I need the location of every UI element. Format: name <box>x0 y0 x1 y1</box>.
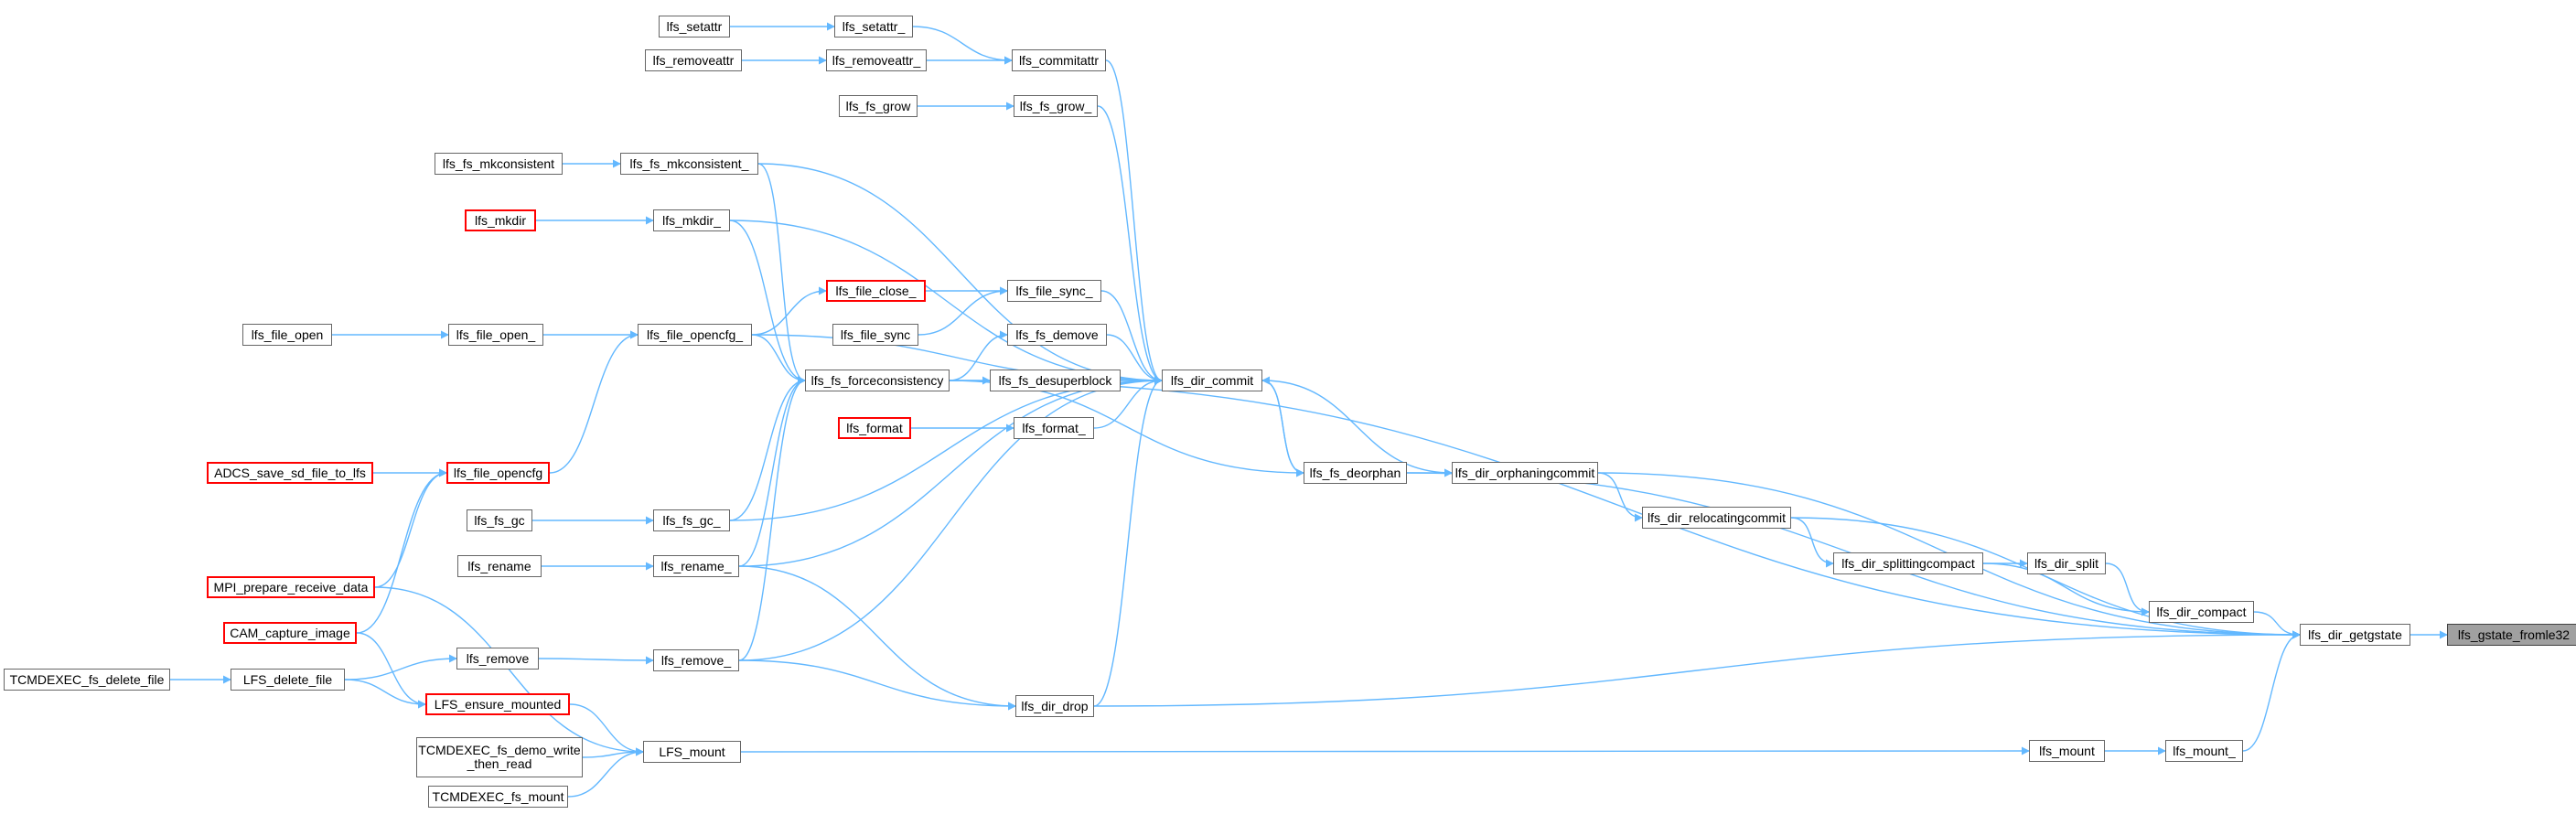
node-lfs-file-opencfg[interactable]: lfs_file_opencfg <box>446 462 550 484</box>
edge-lfs-rename--to-lfs-dir-commit <box>738 376 1163 567</box>
edge-lfs-dir-relocatingcommit-to-lfs-dir-splittingcompact <box>1790 517 1834 568</box>
node-lfs-commitattr[interactable]: lfs_commitattr <box>1012 49 1106 71</box>
node-lfs-removeattr[interactable]: lfs_removeattr <box>645 49 742 71</box>
node-lfs-file-sync-[interactable]: lfs_file_sync_ <box>1007 280 1101 302</box>
edge-lfs-commitattr-to-lfs-dir-commit <box>1105 59 1163 385</box>
edge-lfs-dir-commit-to-lfs-fs-deorphan <box>1261 380 1304 477</box>
edge-lfs-remove--to-lfs-dir-commit <box>738 376 1163 661</box>
edge-cam-capture-image-to-lfs-file-opencfg <box>356 468 447 634</box>
edge-lfs-rename--to-lfs-dir-drop <box>738 565 1016 711</box>
node-lfs-fs-deorphan[interactable]: lfs_fs_deorphan <box>1304 462 1407 484</box>
node-lfs-file-sync[interactable]: lfs_file_sync <box>832 324 918 346</box>
node-lfs-dir-orphaningcommit[interactable]: lfs_dir_orphaningcommit <box>1452 462 1598 484</box>
node-lfs-fs-grow-[interactable]: lfs_fs_grow_ <box>1014 95 1098 117</box>
edge-lfs-file-opencfg-to-lfs-file-opencfg- <box>549 330 639 474</box>
node-lfs-dir-getgstate[interactable]: lfs_dir_getgstate <box>2300 624 2410 646</box>
edge-lfs-file-opencfg--to-lfs-file-close- <box>751 286 827 336</box>
node-tcmdexec-fs-demo-write-then-read[interactable]: TCMDEXEC_fs_demo_write _then_read <box>416 737 583 777</box>
node-lfs-setattr[interactable]: lfs_setattr <box>659 16 730 38</box>
node-lfs-fs-demove[interactable]: lfs_fs_demove <box>1007 324 1107 346</box>
edge-lfs-dir-drop-to-lfs-dir-getgstate <box>1093 630 2301 707</box>
edge-lfs-fs-gc--to-lfs-dir-commit <box>729 376 1163 521</box>
edge-lfs-dir-orphaningcommit-to-lfs-dir-relocatingcommit <box>1597 472 1643 522</box>
node-tcmdexec-fs-mount[interactable]: TCMDEXEC_fs_mount <box>428 786 568 808</box>
node-tcmdexec-fs-delete-file[interactable]: TCMDEXEC_fs_delete_file <box>4 669 170 691</box>
edge-lfs-delete-file-to-lfs-ensure-mounted <box>344 679 426 709</box>
node-lfs-fs-mkconsistent[interactable]: lfs_fs_mkconsistent <box>435 153 563 175</box>
node-lfs-fs-gc-[interactable]: lfs_fs_gc_ <box>653 509 730 531</box>
edge-lfs-dir-split-to-lfs-dir-compact <box>2105 562 2150 616</box>
node-lfs-setattr-[interactable]: lfs_setattr_ <box>834 16 913 38</box>
edge-lfs-mkdir--to-lfs-fs-forceconsistency <box>729 220 806 385</box>
node-lfs-removeattr-[interactable]: lfs_removeattr_ <box>826 49 927 71</box>
node-lfs-remove-[interactable]: lfs_remove_ <box>653 649 739 671</box>
node-lfs-ensure-mounted[interactable]: LFS_ensure_mounted <box>425 693 570 715</box>
node-lfs-format-[interactable]: lfs_format_ <box>1014 417 1094 439</box>
node-lfs-file-open-[interactable]: lfs_file_open_ <box>448 324 543 346</box>
node-lfs-mkdir-[interactable]: lfs_mkdir_ <box>653 209 730 231</box>
node-adcs-save-sd-file-to-lfs[interactable]: ADCS_save_sd_file_to_lfs <box>207 462 373 484</box>
node-lfs-rename[interactable]: lfs_rename <box>457 555 542 577</box>
edge-lfs-setattr--to-lfs-commitattr <box>912 26 1013 65</box>
edge-lfs-dir-splittingcompact-to-lfs-dir-compact <box>1982 562 2150 616</box>
edge-lfs-file-opencfg--to-lfs-fs-forceconsistency <box>751 334 806 385</box>
edge-lfs-remove--to-lfs-fs-forceconsistency <box>738 376 806 661</box>
node-lfs-fs-grow[interactable]: lfs_fs_grow <box>839 95 918 117</box>
node-lfs-gstate-fromle32: lfs_gstate_fromle32 <box>2447 624 2576 646</box>
node-lfs-mount[interactable]: lfs_mount <box>2029 740 2105 762</box>
edge-lfs-fs-forceconsistency-to-lfs-dir-getgstate <box>949 380 2301 639</box>
edge-lfs-dir-drop-to-lfs-dir-commit <box>1093 376 1163 707</box>
edge-lfs-fs-forceconsistency-to-lfs-fs-demove <box>949 330 1008 381</box>
node-lfs-file-open[interactable]: lfs_file_open <box>242 324 332 346</box>
edge-lfs-fs-grow--to-lfs-dir-commit <box>1097 105 1163 385</box>
node-lfs-dir-splittingcompact[interactable]: lfs_dir_splittingcompact <box>1833 552 1983 574</box>
edge-lfs-rename--to-lfs-fs-forceconsistency <box>738 376 806 567</box>
edge-lfs-ensure-mounted-to-lfs-mount <box>569 703 644 756</box>
node-lfs-dir-commit[interactable]: lfs_dir_commit <box>1162 370 1262 391</box>
edge-lfs-remove--to-lfs-dir-drop <box>738 659 1016 711</box>
edge-lfs-fs-forceconsistency-to-lfs-fs-deorphan <box>949 380 1304 477</box>
edge-lfs-file-sync-to-lfs-file-sync- <box>918 286 1008 336</box>
edge-lfs-file-sync--to-lfs-dir-commit <box>1100 290 1163 385</box>
edge-mpi-prepare-receive-data-to-lfs-file-opencfg <box>374 468 447 588</box>
edge-lfs-dir-commit-to-lfs-dir-orphaningcommit <box>1261 380 1453 477</box>
node-lfs-file-opencfg-[interactable]: lfs_file_opencfg_ <box>638 324 752 346</box>
node-lfs-dir-compact[interactable]: lfs_dir_compact <box>2149 601 2254 623</box>
node-lfs-dir-drop[interactable]: lfs_dir_drop <box>1015 695 1094 717</box>
edge-lfs-format--to-lfs-dir-commit <box>1093 376 1163 429</box>
edge-lfs-mount--to-lfs-dir-getgstate <box>2242 630 2301 752</box>
edge-lfs-delete-file-to-lfs-remove <box>344 654 457 680</box>
node-lfs-mount-[interactable]: lfs_mount_ <box>2165 740 2243 762</box>
edge-lfs-remove-to-lfs-remove- <box>538 656 654 665</box>
node-lfs-file-close-[interactable]: lfs_file_close_ <box>826 280 926 302</box>
node-lfs-fs-gc[interactable]: lfs_fs_gc <box>467 509 532 531</box>
edge-mpi-prepare-receive-data-to-lfs-mount <box>374 586 644 756</box>
edge-lfs-fs-mkconsistent--to-lfs-dir-commit <box>757 163 1163 385</box>
node-lfs-mount[interactable]: LFS_mount <box>643 741 741 763</box>
node-lfs-fs-mkconsistent-[interactable]: lfs_fs_mkconsistent_ <box>620 153 758 175</box>
edge-lfs-fs-demove-to-lfs-dir-commit <box>1106 334 1163 385</box>
edge-cam-capture-image-to-lfs-ensure-mounted <box>356 632 426 709</box>
edge-lfs-dir-compact-to-lfs-dir-getgstate <box>2253 611 2301 639</box>
edge-tcmdexec-fs-mount-to-lfs-mount <box>567 747 644 798</box>
edge-lfs-fs-gc--to-lfs-fs-forceconsistency <box>729 376 806 521</box>
node-lfs-remove[interactable]: lfs_remove <box>456 648 539 670</box>
node-lfs-format[interactable]: lfs_format <box>838 417 911 439</box>
node-lfs-fs-desuperblock[interactable]: lfs_fs_desuperblock <box>990 370 1121 391</box>
node-lfs-fs-forceconsistency[interactable]: lfs_fs_forceconsistency <box>805 370 950 391</box>
node-lfs-dir-split[interactable]: lfs_dir_split <box>2027 552 2106 574</box>
node-lfs-rename-[interactable]: lfs_rename_ <box>653 555 739 577</box>
node-lfs-dir-relocatingcommit[interactable]: lfs_dir_relocatingcommit <box>1642 507 1791 529</box>
node-mpi-prepare-receive-data[interactable]: MPI_prepare_receive_data <box>207 576 375 598</box>
edge-lfs-mount-to-lfs-mount <box>740 746 2030 755</box>
edge-lfs-fs-mkconsistent--to-lfs-fs-forceconsistency <box>757 163 806 385</box>
node-lfs-delete-file[interactable]: LFS_delete_file <box>231 669 345 691</box>
node-lfs-mkdir[interactable]: lfs_mkdir <box>465 209 536 231</box>
node-cam-capture-image[interactable]: CAM_capture_image <box>223 622 357 644</box>
